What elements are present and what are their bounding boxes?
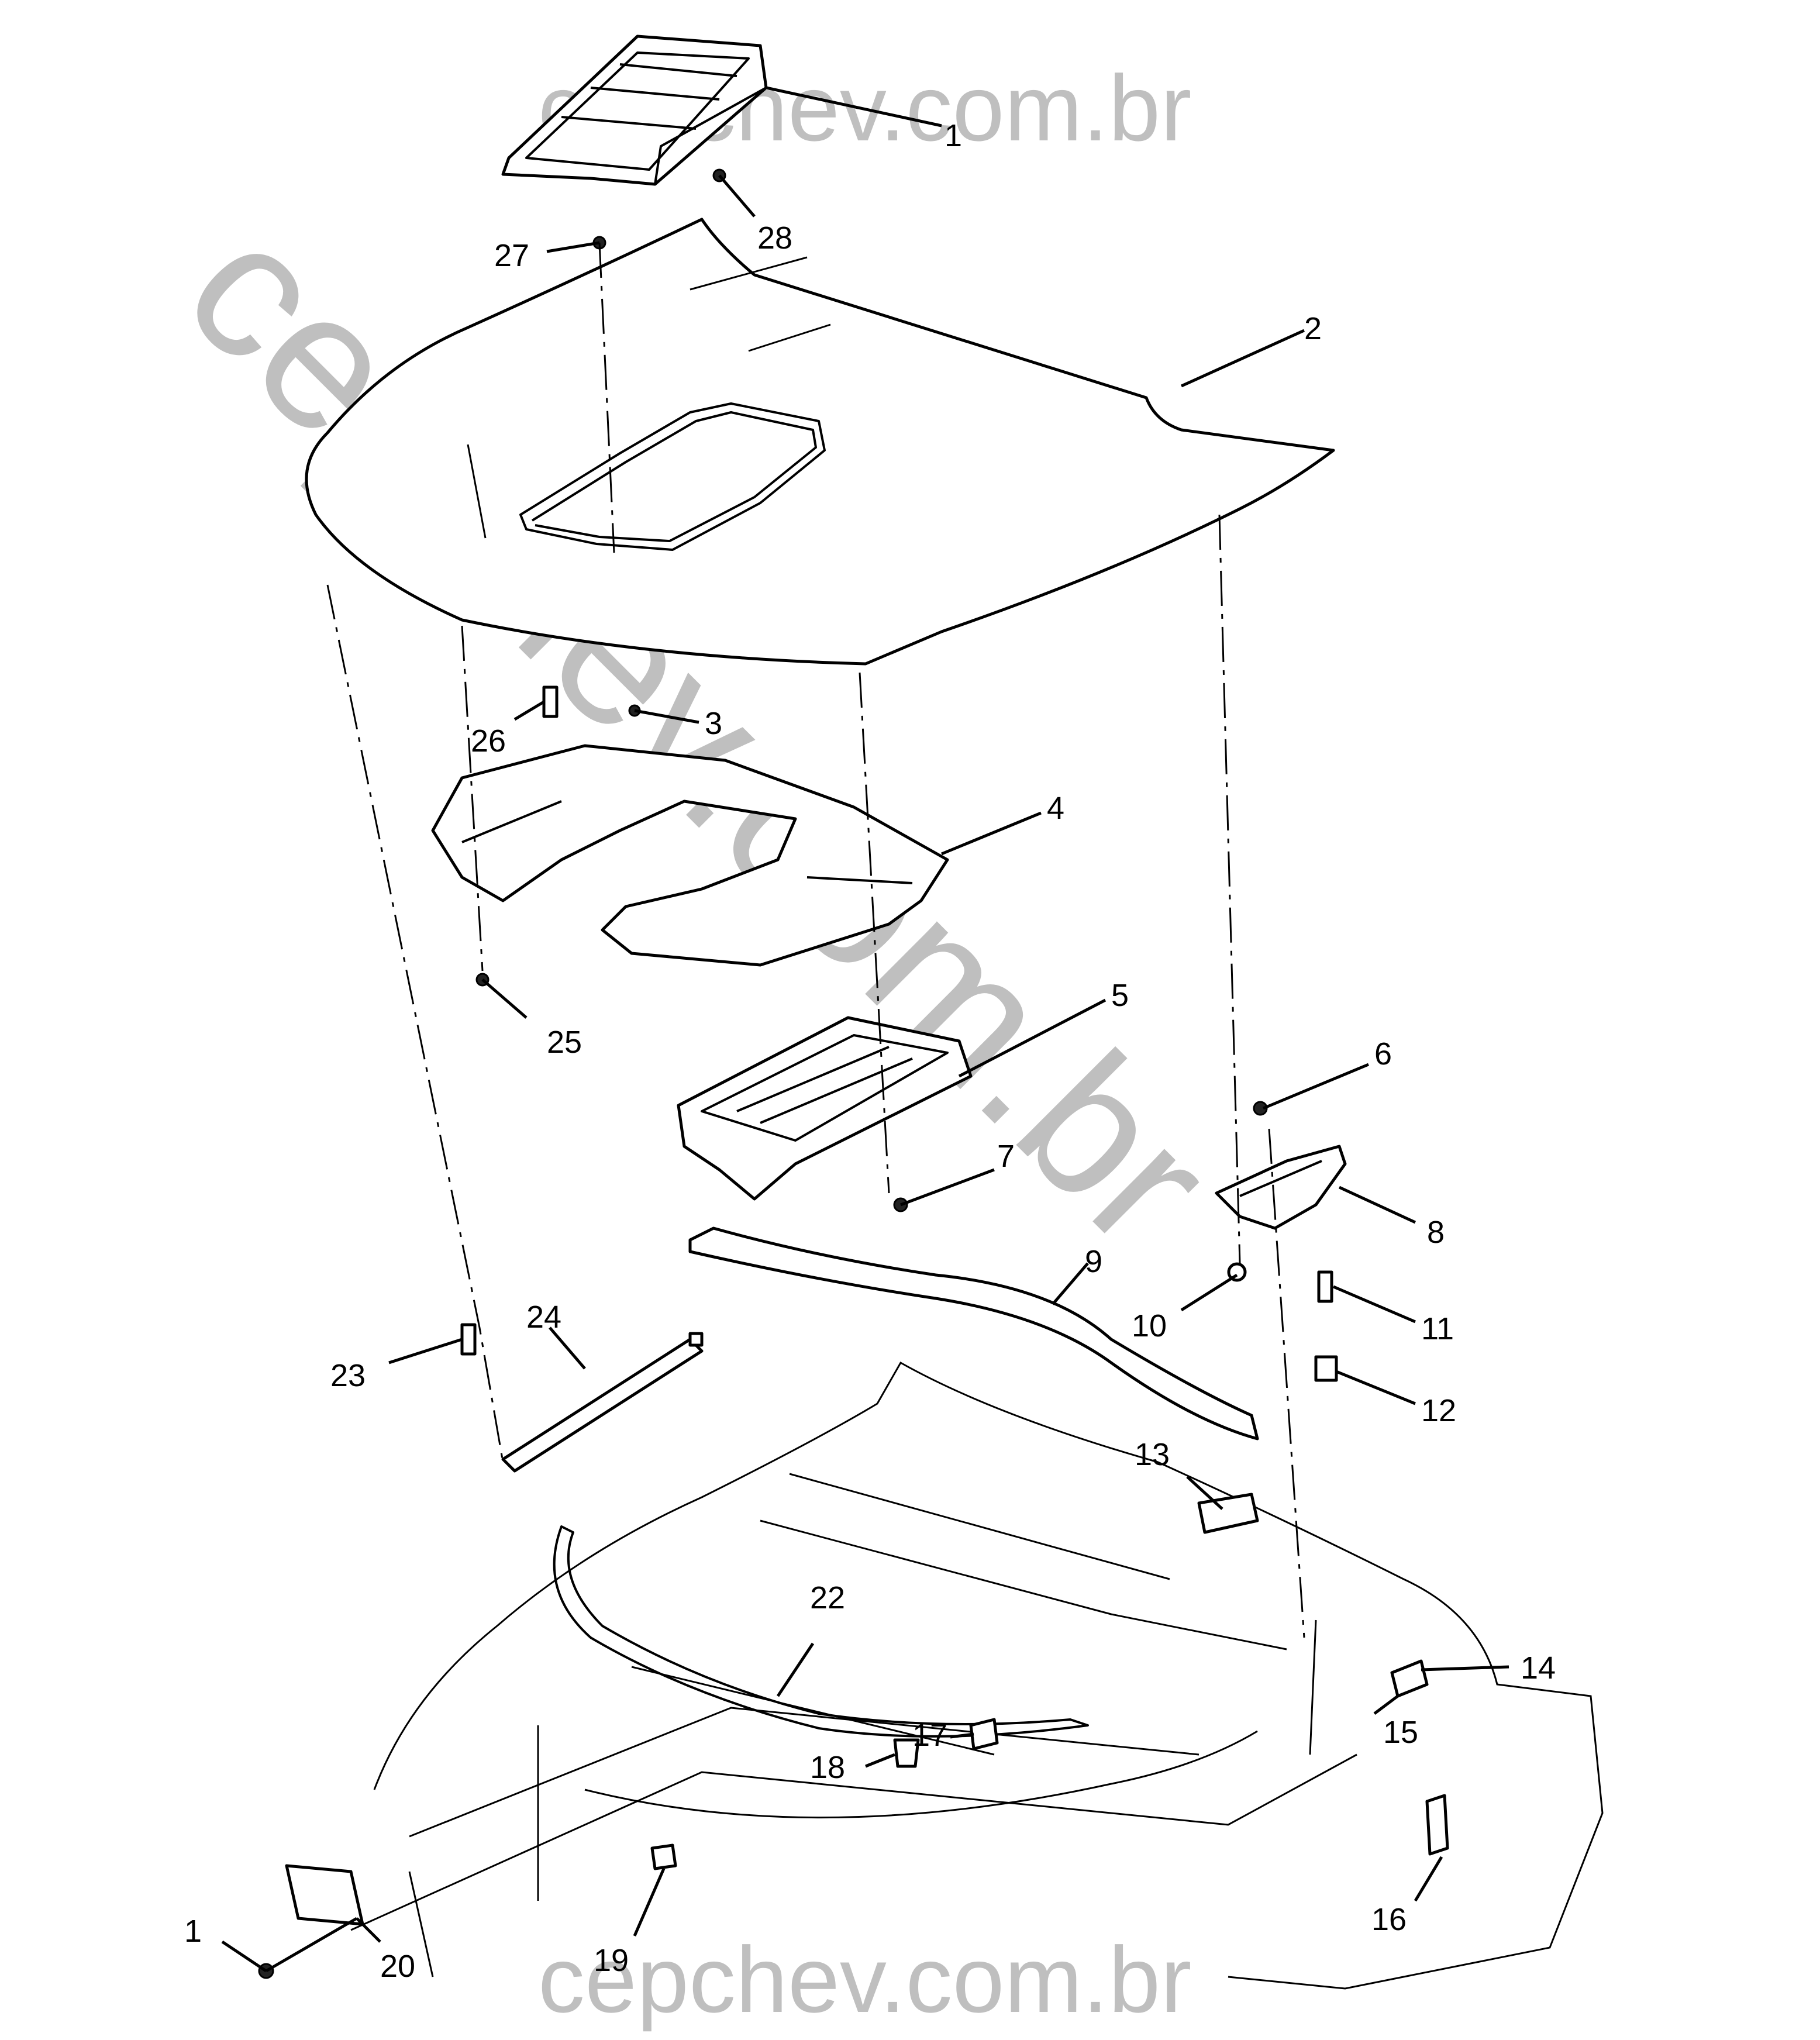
callout-17: 17: [912, 1718, 947, 1753]
alignment-lines: [326, 242, 1305, 1638]
part-19-clip: [650, 1843, 677, 1870]
hood-latch: [1215, 1145, 1347, 1230]
callout-1-top: 1: [945, 118, 962, 153]
part-17-clip: [969, 1718, 999, 1750]
part-14-latch-release: [1390, 1659, 1429, 1698]
callout-12: 12: [1421, 1393, 1456, 1428]
callout-13: 13: [1135, 1437, 1170, 1472]
callout-14: 14: [1521, 1650, 1556, 1686]
callout-6: 6: [1374, 1036, 1392, 1071]
callouts: 1 2 3 4 5 6 7 8 9 10 11 12 13 14 15 16 1…: [184, 118, 1556, 1984]
callout-22: 22: [810, 1580, 845, 1615]
hood-scoop-insert: [501, 35, 768, 186]
callout-9: 9: [1085, 1244, 1102, 1279]
callout-28: 28: [757, 220, 792, 256]
callout-4: 4: [1047, 791, 1064, 826]
part-12-spacer: [1314, 1355, 1338, 1382]
front-end-structure: [350, 1361, 1604, 1990]
callout-20: 20: [380, 1949, 415, 1984]
fastener-26: [542, 685, 559, 718]
callout-8: 8: [1427, 1215, 1445, 1250]
watermark-bottom: cepchev.com.br: [538, 1927, 1192, 2032]
callout-18: 18: [810, 1750, 845, 1785]
hood-scoop-duct: [677, 1016, 973, 1201]
callout-1-bottom: 1: [184, 1914, 202, 1949]
callout-19: 19: [594, 1943, 629, 1978]
fastener-23: [460, 1323, 477, 1356]
callout-23: 23: [330, 1358, 366, 1393]
callout-24: 24: [526, 1300, 561, 1335]
callout-11: 11: [1421, 1311, 1454, 1346]
hood-weatherstrip: [688, 1226, 1259, 1441]
callout-3: 3: [705, 706, 722, 741]
callout-5: 5: [1111, 978, 1129, 1013]
callout-15: 15: [1383, 1715, 1418, 1750]
part-16-handle: [1425, 1794, 1449, 1856]
hood-strut: [501, 1332, 704, 1473]
callout-2: 2: [1304, 311, 1322, 346]
part-20-bracket: [285, 1864, 364, 1926]
callout-27: 27: [494, 238, 529, 273]
callout-25: 25: [547, 1025, 582, 1060]
leader-lines: [221, 86, 1509, 1973]
fastener-11: [1317, 1270, 1333, 1303]
hood-panel: [305, 218, 1335, 666]
callout-26: 26: [471, 723, 506, 759]
callout-16: 16: [1371, 1902, 1407, 1937]
callout-7: 7: [997, 1139, 1015, 1174]
part-18-grommet: [893, 1738, 920, 1768]
radiator-seal: [553, 1525, 1089, 1738]
part-13-bumper: [1197, 1493, 1259, 1534]
callout-10: 10: [1132, 1308, 1167, 1343]
hood-insulator: [431, 744, 949, 967]
